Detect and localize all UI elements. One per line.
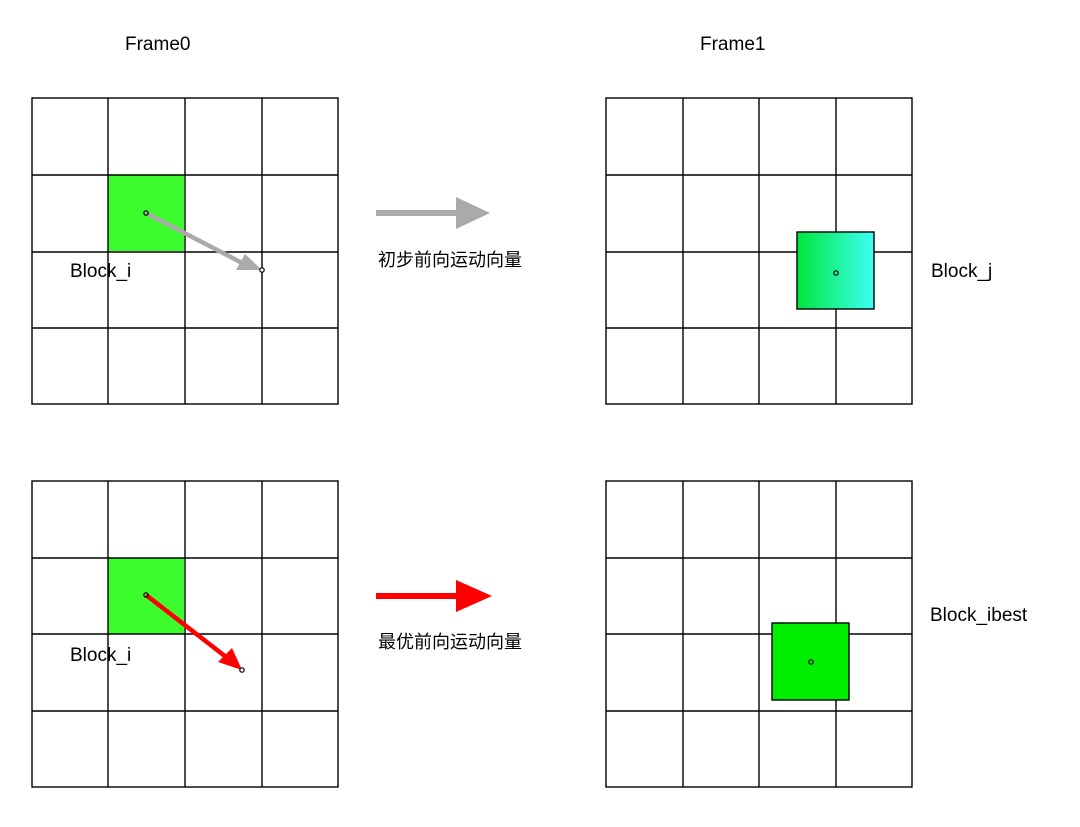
vector-end-dot	[259, 267, 265, 273]
initial-arrow	[376, 197, 490, 229]
initial-motion-vector	[143, 210, 265, 273]
initial-motion-vector-label: 初步前向运动向量	[378, 250, 522, 271]
frame1-block-ibest	[771, 622, 850, 701]
block-i-label-bottom: Block_i	[70, 645, 131, 666]
block-j-label: Block_j	[931, 261, 992, 282]
frame0-header: Frame0	[125, 34, 190, 55]
best-motion-vector	[143, 592, 245, 673]
frame1-grid-top	[605, 97, 913, 405]
frame0-grid-top	[31, 97, 339, 405]
vector-end-dot	[239, 667, 245, 673]
best-arrow	[376, 580, 492, 612]
block-j-center-dot	[833, 270, 839, 276]
frame0-grid-bottom	[31, 480, 339, 788]
vector-start-dot	[143, 210, 149, 216]
block-ibest-label: Block_ibest	[930, 605, 1028, 626]
frame1-grid-bottom	[605, 480, 913, 788]
frame1-header: Frame1	[700, 34, 765, 55]
block-i-label-top: Block_i	[70, 261, 131, 282]
block-ibest-center-dot	[808, 659, 814, 665]
vector-start-dot	[143, 592, 149, 598]
best-motion-vector-label: 最优前向运动向量	[378, 632, 522, 653]
